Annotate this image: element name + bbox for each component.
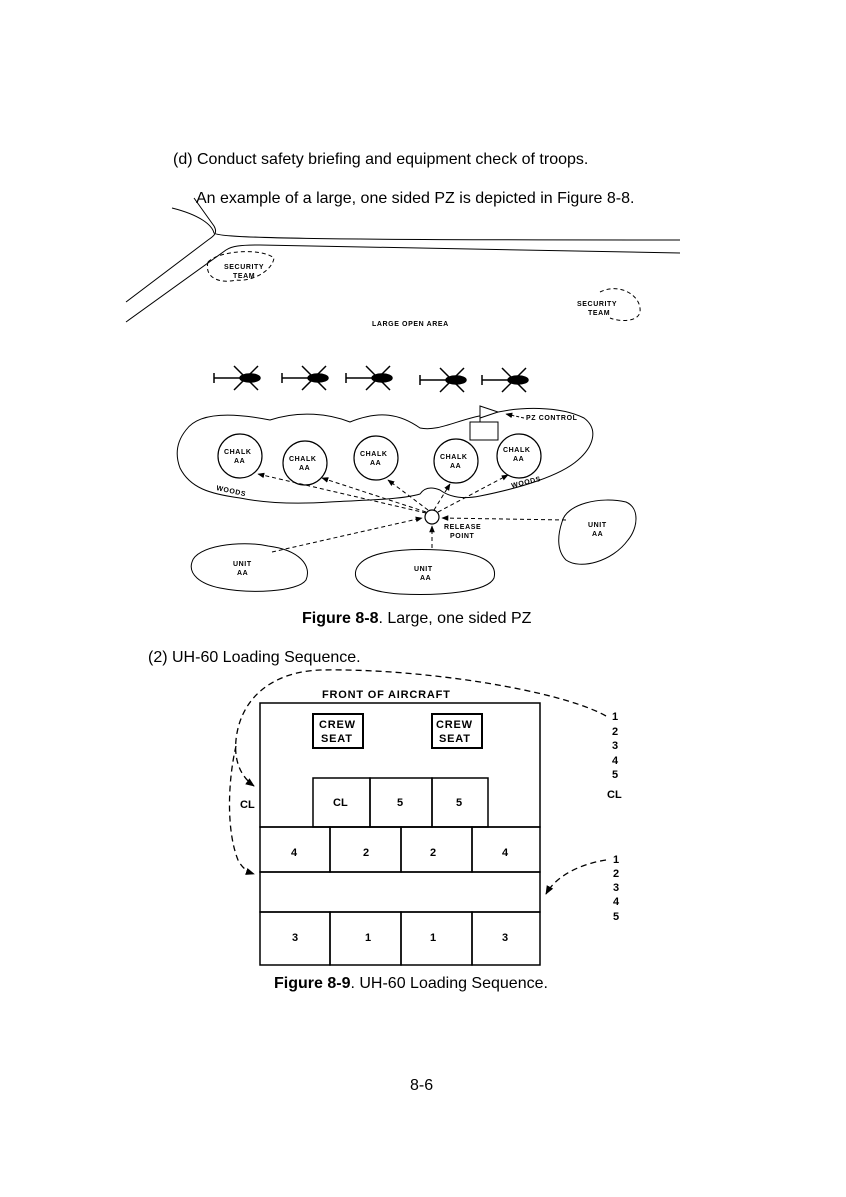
sequence-number: 5: [612, 769, 618, 781]
sequence-number: 3: [613, 882, 619, 894]
sequence-number: 2: [612, 726, 618, 738]
chalk-label-aa: AA: [299, 465, 310, 472]
figure-8-9-caption: Figure 8-9. UH-60 Loading Sequence.: [274, 975, 548, 993]
helicopter-icons: [213, 365, 529, 393]
front-of-aircraft-label: FRONT OF AIRCRAFT: [322, 689, 451, 701]
seat-number: CL: [333, 797, 348, 809]
release-point: [424, 509, 440, 525]
unit-label: UNIT: [414, 566, 433, 573]
chalk-label: CHALK: [440, 454, 468, 461]
sequence-path-top: [234, 669, 607, 787]
unit-label-aa: AA: [420, 575, 431, 582]
seat-number: 3: [292, 932, 298, 944]
unit-label-aa: AA: [592, 531, 603, 538]
sequence-path-right: [545, 859, 607, 895]
road-diagonal-outer: [125, 197, 217, 303]
seat-cell: [400, 911, 473, 966]
sequence-number: 3: [612, 740, 618, 752]
security-team-right-label: SECURITY: [577, 301, 617, 308]
intro-text: An example of a large, one sided PZ is d…: [196, 190, 635, 207]
seat-number: 4: [502, 847, 509, 859]
chalk-label: CHALK: [503, 447, 531, 454]
sequence-number: 4: [613, 896, 620, 908]
seat-number: 5: [456, 797, 462, 809]
helicopter-icon: [213, 365, 261, 391]
crew-seat-left: [312, 713, 364, 749]
unit-blob-center: [354, 549, 496, 595]
seat-number: 1: [430, 932, 436, 944]
unit-label: UNIT: [588, 522, 607, 529]
unit-label: UNIT: [233, 561, 252, 568]
road-inner: [125, 244, 681, 323]
pz-control-label: PZ CONTROL: [526, 415, 578, 422]
chalk-label-aa: AA: [370, 460, 381, 467]
helicopter-icon: [281, 365, 329, 391]
chalk-label: CHALK: [289, 456, 317, 463]
woods-outline: [176, 407, 594, 504]
crew-seat-label-2: SEAT: [321, 733, 353, 745]
chalk-label-aa: AA: [234, 458, 245, 465]
aisle-cell: [259, 871, 541, 913]
step-d-text: (d) Conduct safety briefing and equipmen…: [173, 151, 589, 168]
chalk-circle: [353, 435, 399, 481]
release-point-label: RELEASE: [444, 524, 481, 531]
crew-seat-right: [431, 713, 483, 749]
seat-number: 4: [291, 847, 298, 859]
seat-cell: [400, 826, 473, 873]
crew-seat-label-2: SEAT: [439, 733, 471, 745]
sequence-number: 1: [613, 854, 619, 866]
flag-icon: [479, 405, 500, 419]
chalk-circle: [282, 440, 328, 486]
security-team-right: [599, 288, 641, 321]
sequence-number: 4: [612, 755, 619, 767]
road-top: [171, 207, 681, 241]
seat-cell: [471, 911, 541, 966]
chalk-label: CHALK: [360, 451, 388, 458]
sequence-number: 1: [612, 711, 618, 723]
sequence-number: 5: [613, 911, 619, 923]
crew-seat-label: CREW: [436, 719, 473, 731]
chalk-circle: [217, 433, 263, 479]
figure-8-8-caption-label: Figure 8-8: [302, 610, 379, 627]
unit-label-aa: AA: [237, 570, 248, 577]
chalk-label-aa: AA: [450, 463, 461, 470]
chalk-circle: [433, 438, 479, 484]
pz-control-box: [469, 421, 499, 441]
security-team-right-label-2: TEAM: [588, 310, 610, 317]
unit-blob-right: [558, 499, 637, 565]
large-open-area-label: LARGE OPEN AREA: [372, 321, 449, 328]
section-2-heading: (2) UH-60 Loading Sequence.: [148, 649, 361, 666]
unit-blob-left: [190, 543, 308, 592]
security-team-left-label-2: TEAM: [233, 273, 255, 280]
helicopter-icon: [481, 367, 529, 393]
seat-number: 3: [502, 932, 508, 944]
crew-seat-label: CREW: [319, 719, 356, 731]
seat-number: 2: [363, 847, 369, 859]
release-point-label-2: POINT: [450, 533, 475, 540]
helicopter-icon: [419, 367, 467, 393]
chalk-label: CHALK: [224, 449, 252, 456]
sequence-number: 2: [613, 868, 619, 880]
sequence-path-left: [228, 745, 255, 875]
seat-number: 5: [397, 797, 403, 809]
side-cl-label: CL: [240, 799, 255, 811]
figure-8-8-caption: Figure 8-8. Large, one sided PZ: [302, 610, 531, 628]
chalk-label-aa: AA: [513, 456, 524, 463]
figure-8-9-caption-label: Figure 8-9: [274, 975, 351, 992]
sequence-number: CL: [607, 789, 622, 801]
helicopter-icon: [345, 365, 393, 391]
page-number: 8-6: [410, 1077, 434, 1094]
seat-number: 2: [430, 847, 436, 859]
figure-8-9-caption-text: . UH-60 Loading Sequence.: [350, 975, 548, 992]
seat-number: 1: [365, 932, 371, 944]
security-team-left-label: SECURITY: [224, 264, 264, 271]
figure-8-8-caption-text: . Large, one sided PZ: [378, 610, 532, 627]
chalk-circle: [496, 433, 542, 479]
